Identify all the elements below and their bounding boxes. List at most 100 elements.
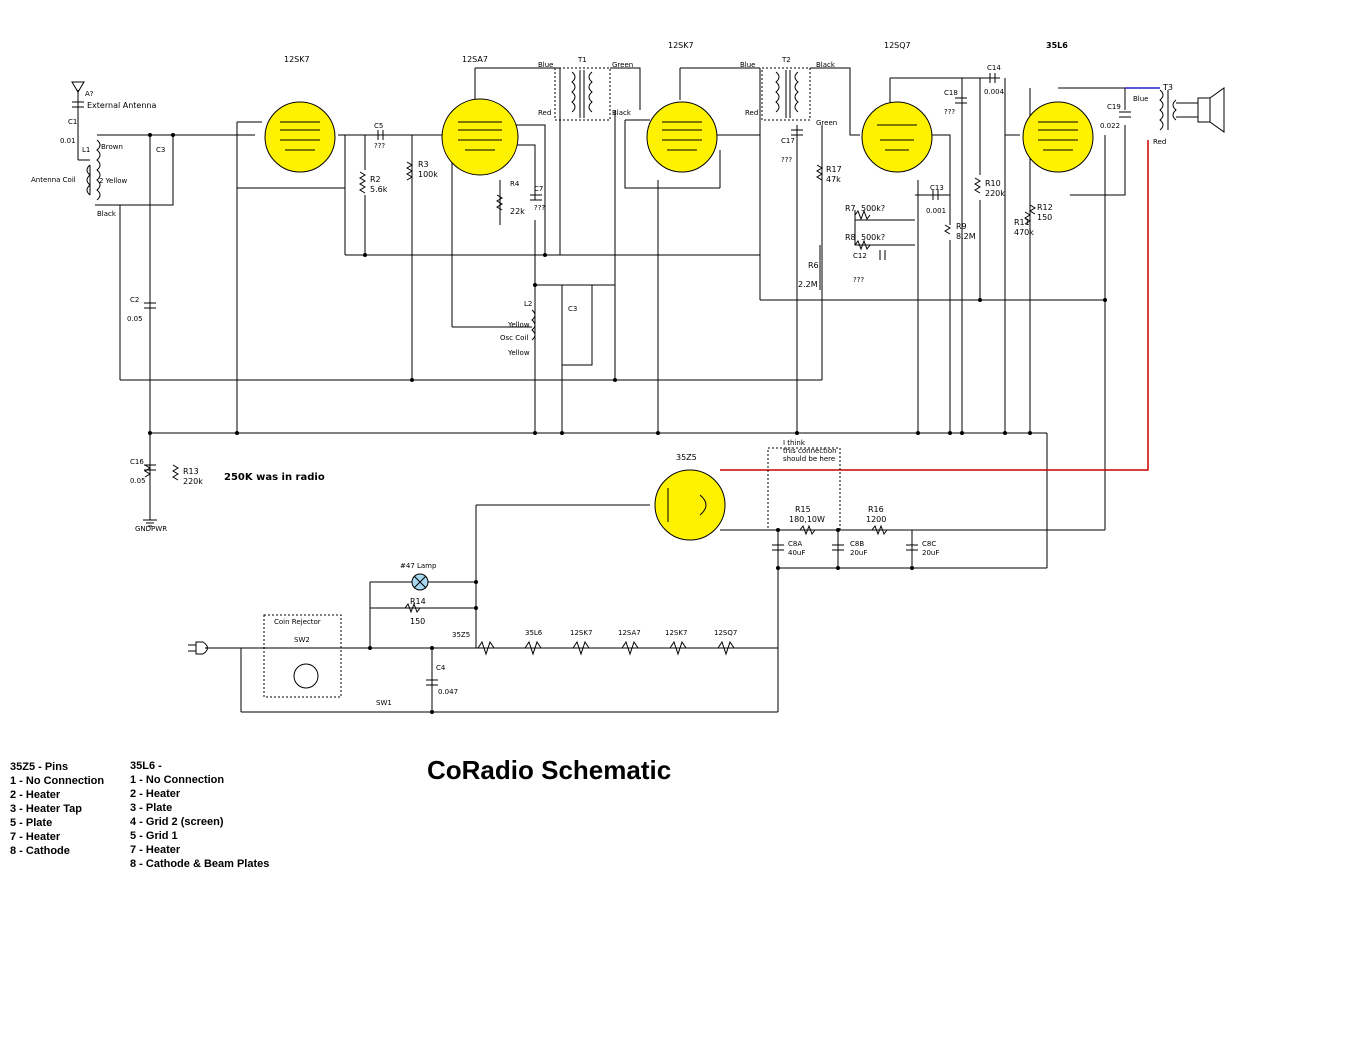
- legend-35z5-item: 8 - Cathode: [10, 845, 70, 857]
- label-r14: R14: [410, 597, 426, 606]
- label-c16: C16: [130, 458, 144, 466]
- label-r12-val: 150: [1037, 213, 1052, 222]
- label-sw2: SW2: [294, 636, 310, 644]
- tube-label-35l6: 35L6: [1046, 41, 1068, 50]
- label-r15-val: 180,10W: [789, 515, 825, 524]
- label-t3: T3: [1162, 83, 1173, 92]
- label-brown: Brown: [101, 143, 123, 151]
- label-c3-a: C3: [156, 146, 165, 154]
- label-c4-val: 0.047: [438, 688, 458, 696]
- legend-35z5-item: 3 - Heater Tap: [10, 803, 82, 815]
- legend-35z5: 35Z5 - Pins 1 - No Connection 2 - Heater…: [10, 760, 104, 858]
- red-wire: [720, 140, 1149, 471]
- label-r11: R11: [1014, 218, 1030, 227]
- label-r3-val: 100k: [418, 170, 438, 179]
- label-c1-val: 0.01: [60, 137, 76, 145]
- legend-35l6-item: 5 - Grid 1: [130, 830, 178, 842]
- output-transformer-t3: [1159, 89, 1198, 131]
- tube-label-12sk7-b: 12SK7: [668, 41, 694, 50]
- label-c19-val: 0.022: [1100, 122, 1120, 130]
- heater-label-12sk7-b: 12SK7: [665, 629, 687, 637]
- label-c13: C13: [930, 184, 944, 192]
- legend-35l6: 35L6 - 1 - No Connection 2 - Heater 3 - …: [130, 759, 269, 871]
- legend-35l6-item: 1 - No Connection: [130, 774, 225, 786]
- tube-35l6: [1022, 101, 1094, 173]
- label-c18: C18: [944, 89, 958, 97]
- note-line-2: this connection: [783, 447, 837, 455]
- label-c14-val: 0.004: [984, 88, 1005, 96]
- label-r11-val: 470k: [1014, 228, 1034, 237]
- passive-marks: [72, 73, 1131, 686]
- label-c13-val: 0.001: [926, 207, 946, 215]
- label-c16-val: 0.05: [130, 477, 146, 485]
- label-c3-b: C3: [568, 305, 577, 313]
- schematic-title: CoRadio Schematic: [427, 755, 672, 785]
- label-r2: R2: [370, 175, 381, 184]
- label-t3-blue: Blue: [1133, 95, 1149, 103]
- heater-label-12sk7-a: 12SK7: [570, 629, 592, 637]
- label-r4-val: 22k: [510, 207, 525, 216]
- label-r7: R7: [845, 204, 856, 213]
- tube-label-35z5: 35Z5: [676, 453, 697, 462]
- legend-35l6-item: 3 - Plate: [130, 802, 173, 814]
- label-c5: C5: [374, 122, 383, 130]
- heater-label-12sq7: 12SQ7: [714, 629, 737, 637]
- label-t1: T1: [577, 56, 587, 64]
- label-t1-red: Red: [538, 109, 551, 117]
- label-t2-red: Red: [745, 109, 758, 117]
- legend-35l6-item: 2 - Heater: [130, 788, 181, 800]
- label-c8b: C8B: [850, 540, 864, 548]
- osc-coil-l2: [531, 309, 536, 341]
- label-r10-val: 220k: [985, 189, 1005, 198]
- label-osc-coil: Osc Coil: [500, 334, 528, 342]
- label-coin: Coin Rejector: [274, 618, 321, 626]
- label-t2-black: Black: [816, 61, 836, 69]
- tube-12sq7: [861, 101, 933, 173]
- tube-label-12sq7: 12SQ7: [884, 41, 911, 50]
- label-c5-val: ???: [374, 142, 385, 150]
- label-c12-val: ???: [853, 276, 864, 284]
- label-c8c-val: 20uF: [922, 549, 939, 557]
- heater-label-35z5: 35Z5: [452, 631, 470, 639]
- note-line-3: should be here: [783, 455, 835, 463]
- tube-label-12sk7-a: 12SK7: [284, 55, 310, 64]
- speaker-icon: [1197, 87, 1225, 133]
- label-r9: R9: [956, 222, 967, 231]
- label-r3: R3: [418, 160, 429, 169]
- label-t2: T2: [781, 56, 791, 64]
- label-r13-val: 220k: [183, 477, 203, 486]
- transformer-t2: [761, 67, 811, 121]
- label-t1-blue: Blue: [538, 61, 554, 69]
- label-r14-val: 150: [410, 617, 425, 626]
- antenna-coil-l1: [86, 139, 101, 201]
- label-c14: C14: [987, 64, 1001, 72]
- legend-35z5-title: 35Z5 - Pins: [10, 761, 69, 773]
- schematic-diagram: 12SK7 12SA7 12SK7 12SQ7 35L6 35Z5 A? Ext…: [31, 41, 1225, 714]
- label-r13: R13: [183, 467, 199, 476]
- label-gnd: GNDPWR: [135, 525, 167, 533]
- legend-35z5-item: 1 - No Connection: [10, 775, 105, 787]
- label-c8a: C8A: [788, 540, 802, 548]
- label-c4: C4: [436, 664, 446, 672]
- label-antenna: A?: [85, 90, 94, 98]
- legend-35z5-item: 7 - Heater: [10, 831, 61, 843]
- label-sw1: SW1: [376, 699, 392, 707]
- legend-35z5-item: 5 - Plate: [10, 817, 53, 829]
- heater-label-35l6: 35L6: [525, 629, 543, 637]
- wiring: [77, 67, 1126, 713]
- transformer-t1: [554, 67, 611, 121]
- label-c8c: C8C: [922, 540, 936, 548]
- label-c8b-val: 20uF: [850, 549, 867, 557]
- label-t2-green: Green: [816, 119, 837, 127]
- tube-label-12sa7: 12SA7: [462, 55, 488, 64]
- label-c2-val: 0.05: [127, 315, 143, 323]
- label-c12: C12: [853, 252, 867, 260]
- legend-35l6-item: 7 - Heater: [130, 844, 181, 856]
- ground-icon: [143, 519, 157, 527]
- label-r15: R15: [795, 505, 811, 514]
- label-black: Black: [97, 210, 117, 218]
- label-t1-black: Black: [612, 109, 632, 117]
- antenna-icon: [71, 81, 85, 93]
- power-plug-icon: [188, 641, 208, 655]
- label-l2-yellow-b: Yellow: [507, 349, 530, 357]
